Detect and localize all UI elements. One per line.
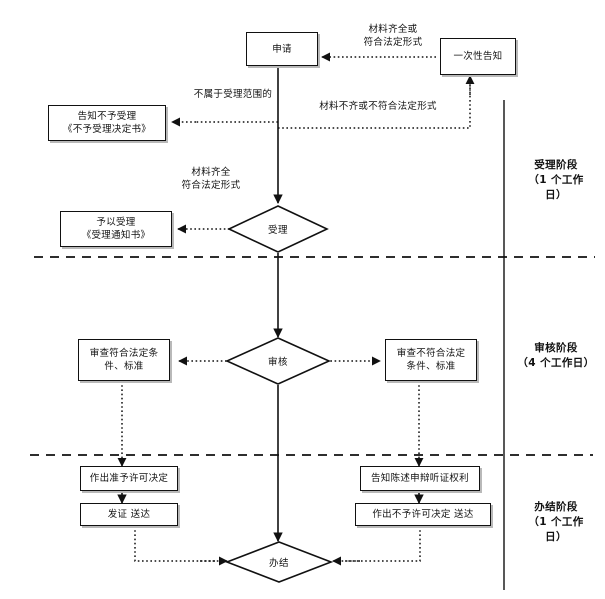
node-deny-deliver[interactable]: 作出不予许可决定 送达 (355, 503, 491, 526)
node-grant-acceptance-label: 予以受理 《受理通知书》 (81, 217, 151, 241)
stage-label-acceptance: 受理阶段 （1 个工作 日） (528, 159, 584, 201)
node-deny-deliver-label: 作出不予许可决定 送达 (372, 509, 474, 520)
node-complete[interactable]: 办结 (224, 541, 334, 583)
node-one-time-notice[interactable]: 一次性告知 (440, 38, 516, 75)
node-apply[interactable]: 申请 (246, 32, 318, 66)
node-notice-rights[interactable]: 告知陈述申辩听证权利 (360, 466, 480, 491)
node-permit-decision-label: 作出准予许可决定 (89, 473, 169, 484)
node-review-fail-label: 审查不符合法定 条件、标准 (396, 348, 466, 372)
node-apply-label: 申请 (272, 43, 292, 55)
node-accept-decision-label: 受理 (267, 225, 288, 236)
node-review-decision-label: 审核 (267, 357, 288, 368)
stage-label-completion: 办结阶段 （1 个工作 日） (528, 501, 584, 543)
node-review-pass[interactable]: 审查符合法定条 件、标准 (78, 339, 170, 381)
node-notice-rights-label: 告知陈述申辩听证权利 (370, 473, 469, 484)
node-accept-decision[interactable]: 受理 (227, 205, 329, 253)
node-reject-acceptance-label: 告知不予受理 《不予受理决定书》 (62, 111, 152, 135)
edge-label-materials-incomplete: 材料不齐或不符合法定形式 (319, 101, 437, 112)
stage-label-review: 审核阶段 （4 个工作日） (517, 342, 595, 369)
node-review-decision[interactable]: 审核 (225, 337, 331, 385)
node-complete-label: 办结 (268, 558, 289, 569)
node-review-pass-label: 审查符合法定条 件、标准 (89, 348, 159, 372)
node-reject-acceptance[interactable]: 告知不予受理 《不予受理决定书》 (48, 105, 166, 141)
node-permit-decision[interactable]: 作出准予许可决定 (80, 466, 178, 491)
edge-label-materials-complete-or-legal: 材料齐全或 符合法定形式 (363, 24, 423, 48)
edge-deny-to-complete (345, 526, 421, 562)
node-grant-acceptance[interactable]: 予以受理 《受理通知书》 (60, 211, 172, 247)
node-review-fail[interactable]: 审查不符合法定 条件、标准 (385, 339, 477, 381)
node-issue-deliver-label: 发证 送达 (107, 509, 151, 520)
node-one-time-notice-label: 一次性告知 (453, 51, 503, 62)
edge-label-not-in-scope: 不属于受理范围的 (193, 89, 273, 100)
edge-label-materials-complete-legal: 材料齐全 符合法定形式 (181, 167, 241, 191)
edge-issue-to-complete (134, 526, 216, 562)
node-issue-deliver[interactable]: 发证 送达 (80, 503, 178, 526)
